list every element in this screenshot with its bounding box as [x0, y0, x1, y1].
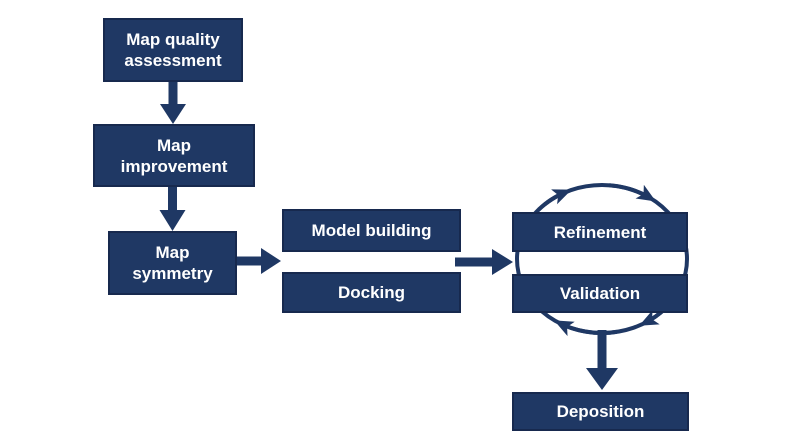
cycle-arrowhead-bottom-left-icon — [554, 320, 618, 337]
cycle-arrowhead-top-left-icon — [537, 189, 572, 211]
node-validation: Validation — [512, 274, 688, 313]
node-model-building: Model building — [282, 209, 461, 252]
node-label: Deposition — [556, 402, 645, 421]
node-refinement: Refinement — [512, 212, 688, 252]
node-map-improvement: Map improvement — [93, 124, 255, 187]
arrow-symmetry-to-building-icon — [233, 248, 281, 274]
arrow-improvement-to-symmetry-icon — [159, 185, 186, 231]
node-deposition: Deposition — [512, 392, 689, 431]
cycle-arrowhead-top-right-icon — [609, 183, 656, 202]
node-map-quality-assessment: Map quality assessment — [103, 18, 243, 82]
node-label: Docking — [337, 283, 406, 302]
arrow-cycle-to-deposition-icon — [586, 330, 618, 390]
node-docking: Docking — [282, 272, 461, 313]
node-label: Map quality assessment — [124, 30, 222, 70]
node-map-symmetry: Map symmetry — [108, 231, 237, 295]
node-label: Validation — [559, 284, 641, 303]
node-label: Map symmetry — [132, 243, 213, 283]
node-label: Refinement — [553, 222, 647, 242]
arrow-building-to-refinement-icon — [455, 249, 513, 275]
node-label: Model building — [311, 221, 432, 240]
arrow-quality-to-improvement-icon — [160, 80, 186, 124]
node-label: Map improvement — [120, 135, 228, 176]
